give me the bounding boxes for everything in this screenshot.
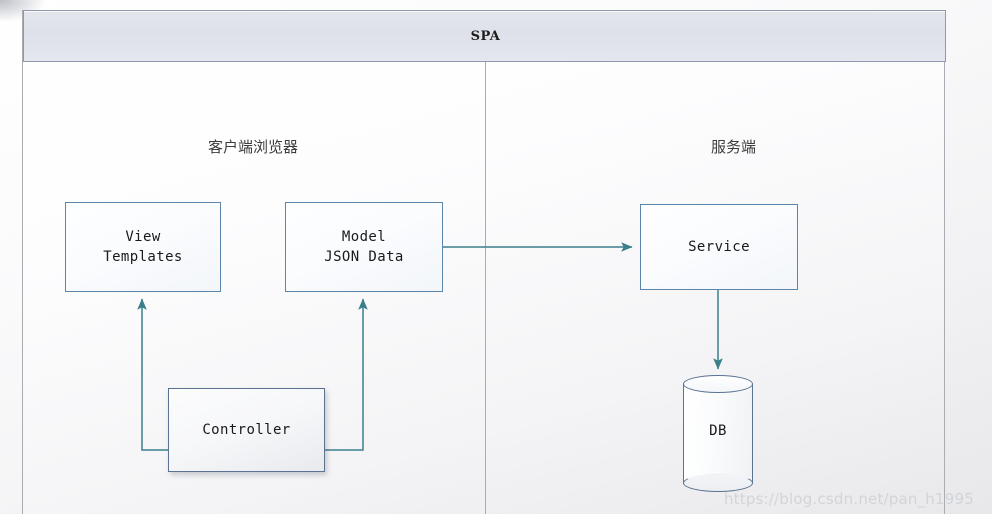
node-model-json-data[interactable]: Model JSON Data	[285, 202, 443, 292]
node-service[interactable]: Service	[640, 204, 798, 290]
node-view-templates[interactable]: View Templates	[65, 202, 221, 292]
node-controller[interactable]: Controller	[168, 388, 325, 472]
node-service-label: Service	[688, 238, 750, 255]
spa-header-band: SPA	[23, 10, 946, 62]
db-cylinder-bottom	[683, 474, 753, 492]
db-cylinder-body	[683, 384, 753, 483]
node-model-line1: Model	[341, 228, 387, 245]
column-title-server: 服务端	[711, 138, 757, 156]
node-db-label: DB	[709, 423, 727, 439]
column-divider	[485, 62, 486, 514]
column-title-client: 客户端浏览器	[208, 138, 299, 156]
node-controller-label: Controller	[202, 421, 291, 438]
watermark-text: https://blog.csdn.net/pan_h1995	[723, 490, 974, 508]
node-view-templates-line1: View	[125, 228, 161, 245]
db-cylinder-top	[683, 375, 753, 393]
node-view-templates-line2: Templates	[103, 249, 183, 265]
node-db-cylinder[interactable]: DB	[683, 375, 753, 492]
spa-title: SPA	[470, 29, 501, 44]
node-model-line2: JSON Data	[324, 249, 404, 265]
